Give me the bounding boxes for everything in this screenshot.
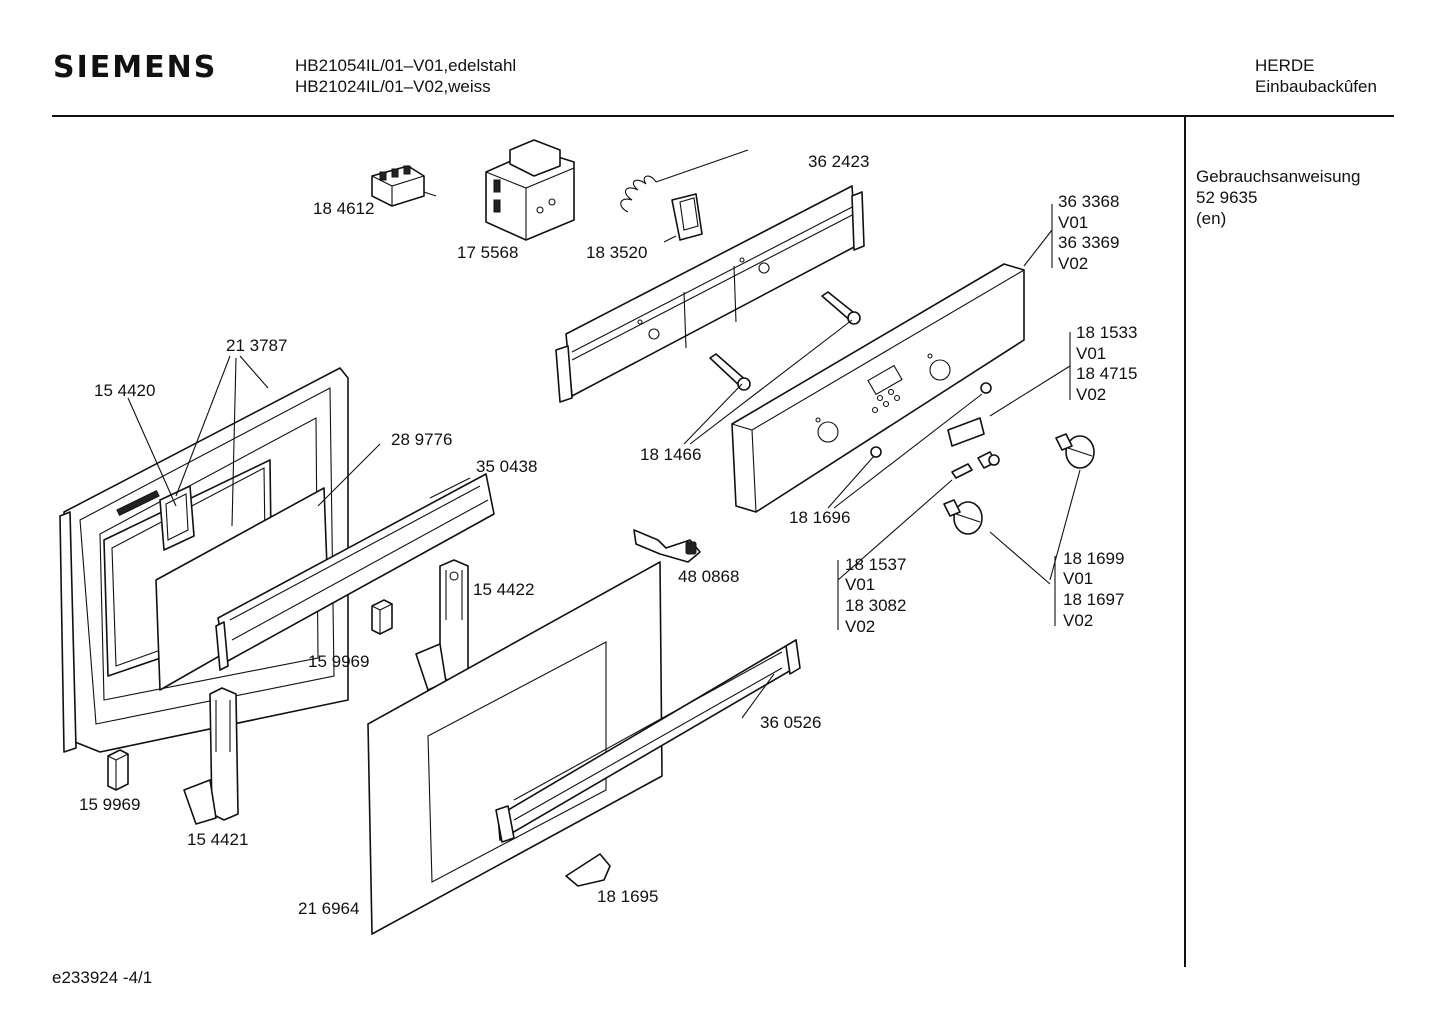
part-rail-350438: [215, 473, 495, 671]
model-list: HB21054IL/01–V01,edelstahl HB21024IL/01–…: [295, 55, 516, 97]
part-thermostat-183520: [620, 149, 749, 243]
label-159969-lower: 15 9969: [79, 795, 140, 814]
manual-reference: Gebrauchsanweisung 52 9635 (en): [1196, 166, 1360, 229]
label-159969-upper: 15 9969: [308, 652, 369, 671]
siemens-logo: SIEMENS: [53, 50, 218, 85]
label-363368: 36 3368: [1058, 192, 1119, 211]
part-frame-362423: [555, 185, 865, 403]
label-v02-184715: V02: [1076, 385, 1106, 404]
label-181537: 18 1537: [845, 555, 906, 574]
label-v01-181533: V01: [1076, 344, 1106, 363]
label-183520: 18 3520: [586, 243, 647, 262]
part-block-159969-upper: [371, 599, 393, 635]
part-hinge-154421: [183, 687, 239, 825]
part-clip-181695: [565, 853, 611, 887]
label-360526: 36 0526: [760, 713, 821, 732]
page-reference: e233924 -4/1: [52, 968, 153, 987]
header-divider: [52, 115, 1394, 117]
label-181699: 18 1699: [1063, 549, 1124, 568]
label-183082: 18 3082: [845, 596, 906, 615]
part-button-181696: [870, 382, 992, 458]
label-154420: 15 4420: [94, 381, 155, 400]
label-216964: 21 6964: [298, 899, 359, 918]
part-block-159969-lower: [107, 749, 129, 791]
part-latch-480868: [633, 529, 701, 563]
label-v02-183082: V02: [845, 617, 875, 636]
label-363369: 36 3369: [1058, 233, 1119, 252]
manual-language: (en): [1196, 209, 1227, 228]
label-181697: 18 1697: [1063, 590, 1124, 609]
label-v02-363369: V02: [1058, 254, 1088, 273]
label-480868: 48 0868: [678, 567, 739, 586]
model-line-1: HB21054IL/01–V01,edelstahl: [295, 56, 517, 75]
label-181695: 18 1695: [597, 887, 658, 906]
category-line-1: HERDE: [1255, 56, 1315, 75]
part-screw-181537: [951, 451, 1000, 479]
part-display-cover-181533: [947, 417, 985, 447]
label-v01-363368: V01: [1058, 213, 1088, 232]
label-175568: 17 5568: [457, 243, 518, 262]
label-154422: 15 4422: [473, 580, 534, 599]
label-v02-181697: V02: [1063, 611, 1093, 630]
label-362423: 36 2423: [808, 152, 869, 171]
part-control-panel-363368: [731, 263, 1025, 513]
label-184612: 18 4612: [313, 199, 374, 218]
part-hinge-154422: [415, 559, 469, 691]
label-289776: 28 9776: [391, 430, 452, 449]
label-181533: 18 1533: [1076, 323, 1137, 342]
label-181466: 18 1466: [640, 445, 701, 464]
category-line-2: Einbaubackûfen: [1255, 77, 1377, 96]
part-knob-181699: [1055, 433, 1095, 469]
label-v01-181699: V01: [1063, 569, 1093, 588]
part-handle-360526: [495, 639, 801, 843]
part-switch-184612: [371, 165, 437, 207]
part-door-216964: [367, 561, 663, 935]
part-knob-181697: [943, 499, 983, 535]
label-v01-181537: V01: [845, 575, 875, 594]
label-350438: 35 0438: [476, 457, 537, 476]
side-divider: [1184, 117, 1186, 967]
manual-number: 52 9635: [1196, 188, 1258, 207]
model-line-2: HB21024IL/01–V02,weiss: [295, 77, 491, 96]
label-154421: 15 4421: [187, 830, 248, 849]
leader-lines: [127, 204, 1081, 719]
part-bracket-154420: [159, 485, 195, 551]
manual-title: Gebrauchsanweisung: [1196, 167, 1361, 186]
label-184715: 18 4715: [1076, 364, 1137, 383]
label-213787: 21 3787: [226, 336, 287, 355]
part-module-175568: [485, 139, 575, 241]
label-181696: 18 1696: [789, 508, 850, 527]
category-block: HERDE Einbaubackûfen: [1255, 55, 1377, 97]
